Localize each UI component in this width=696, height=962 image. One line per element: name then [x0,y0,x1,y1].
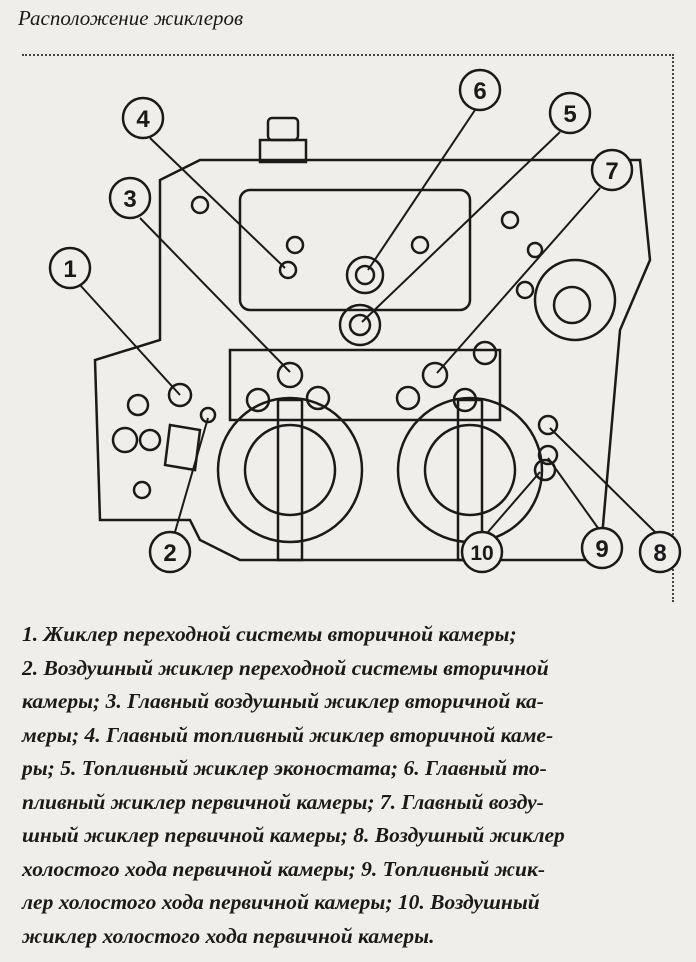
caption-line: 1. Жиклер переходной системы вторичной к… [22,622,517,646]
svg-text:8: 8 [653,540,666,567]
caption-line: меры; 4. Главный топливный жиклер вторич… [22,722,554,747]
svg-text:1: 1 [63,256,76,283]
callout-5: 5 [548,91,592,135]
callout-7: 7 [590,148,634,192]
carburetor-jets-diagram: 1 2 3 4 5 6 7 8 9 10 [48,68,682,574]
leader-lines [79,109,656,533]
caption-line: пливный жиклер первичной камеры; 7. Глав… [22,789,544,814]
svg-text:7: 7 [605,158,618,185]
svg-text:2: 2 [163,540,176,567]
svg-text:6: 6 [473,78,486,105]
caption-line: холостого хода первичной камеры; 9. Топл… [22,856,546,881]
callout-9: 9 [580,526,624,570]
callout-3: 3 [108,176,152,220]
page-title: Расположение жиклеров [18,6,244,30]
svg-text:9: 9 [595,536,608,563]
caption-line: лер холостого хода первичной камеры; 10.… [22,890,540,914]
caption-line: ры; 5. Топливный жиклер эконостата; 6. Г… [22,756,547,780]
svg-text:4: 4 [136,106,150,133]
caption-line: 2. Воздушный жиклер переходной системы в… [22,655,549,680]
callout-2: 2 [148,530,192,574]
svg-text:5: 5 [563,101,576,128]
callout-6: 6 [458,68,502,112]
callout-8: 8 [638,530,682,574]
caption-line: шный жиклер первичной камеры; 8. Воздушн… [22,823,565,847]
callout-10: 10 [460,530,504,574]
svg-text:3: 3 [123,186,136,213]
caption-line: камеры; 3. Главный воздушный жиклер втор… [22,689,544,713]
svg-text:10: 10 [470,542,493,565]
callout-1: 1 [48,246,92,290]
diagram-frame-border-right [672,54,674,602]
figure-caption: 1. Жиклер переходной системы вторичной к… [22,618,682,953]
callout-markers: 1 2 3 4 5 6 7 8 9 10 [48,68,682,574]
carburetor-body [93,116,652,562]
caption-line: жиклер холостого хода первичной камеры. [22,923,435,948]
callout-4: 4 [121,96,165,140]
diagram-frame-border [22,54,674,604]
